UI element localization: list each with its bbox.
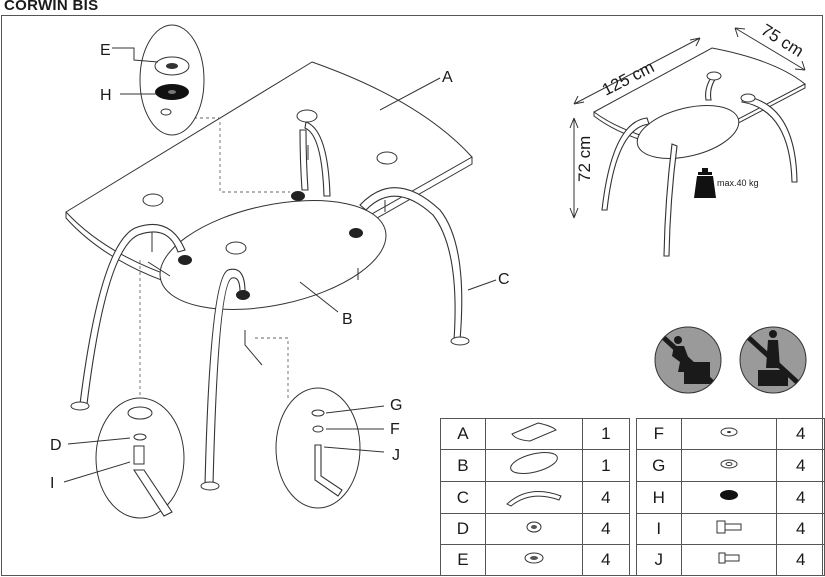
glass-shelf bbox=[159, 200, 387, 310]
part-letter: C bbox=[440, 481, 486, 514]
label-g: G bbox=[390, 397, 402, 414]
label-d: D bbox=[50, 437, 62, 454]
back-leg-left bbox=[299, 129, 309, 191]
dimension-width: 75 cm bbox=[758, 20, 807, 61]
main-table-illustration bbox=[65, 61, 497, 491]
parts-table: A 1 F 4 B 1 G 4 C 4 H 4 bbox=[440, 418, 825, 576]
label-j: J bbox=[392, 447, 400, 464]
curved-leg-icon bbox=[484, 481, 583, 514]
part-letter: J bbox=[635, 544, 682, 576]
product-title: CORWIN BIS bbox=[4, 0, 99, 14]
table-row: A 1 F 4 bbox=[440, 418, 825, 450]
part-qty: 1 bbox=[581, 449, 631, 482]
dimension-height: 72 cm bbox=[575, 136, 594, 182]
glass-top-icon bbox=[484, 418, 583, 450]
screw-icon bbox=[680, 544, 778, 576]
part-qty: 4 bbox=[776, 513, 825, 545]
part-letter: E bbox=[440, 544, 486, 576]
detail-g-f-j bbox=[275, 387, 385, 509]
part-letter: F bbox=[635, 418, 682, 450]
part-qty: 4 bbox=[776, 544, 825, 576]
label-h: H bbox=[100, 87, 112, 104]
part-letter: I bbox=[635, 513, 682, 545]
spacer-washer-icon bbox=[680, 449, 778, 482]
no-climbing-on-table-icon bbox=[739, 326, 807, 394]
no-standing-on-table-icon bbox=[654, 326, 722, 394]
glass-pad-icon bbox=[484, 544, 583, 576]
max-load-label: max.40 kg bbox=[717, 178, 759, 188]
part-qty: 4 bbox=[581, 513, 631, 545]
label-e: E bbox=[100, 42, 111, 59]
part-qty: 4 bbox=[776, 481, 825, 514]
diagram-frame bbox=[1, 15, 823, 576]
bolt-icon bbox=[680, 513, 778, 545]
detail-e-h bbox=[112, 24, 205, 136]
table-row: B 1 G 4 bbox=[440, 449, 825, 482]
max-load-weight-icon bbox=[694, 168, 716, 198]
label-i: I bbox=[50, 475, 54, 492]
label-c: C bbox=[498, 271, 510, 288]
part-letter: G bbox=[635, 449, 682, 482]
glass-shelf-icon bbox=[484, 449, 583, 482]
label-f: F bbox=[390, 421, 400, 438]
small-washer-icon bbox=[680, 418, 778, 450]
part-letter: A bbox=[440, 418, 486, 450]
rubber-pad-icon bbox=[680, 481, 778, 514]
washer-icon bbox=[484, 513, 583, 545]
part-qty: 4 bbox=[776, 449, 825, 482]
table-row: D 4 I 4 bbox=[440, 513, 825, 545]
dimension-view bbox=[569, 27, 806, 257]
label-a: A bbox=[442, 69, 453, 86]
part-qty: 4 bbox=[581, 544, 631, 576]
table-row: E 4 J 4 bbox=[440, 544, 825, 576]
table-row: C 4 H 4 bbox=[440, 481, 825, 514]
label-b: B bbox=[342, 311, 353, 328]
part-qty: 4 bbox=[581, 481, 631, 514]
part-letter: B bbox=[440, 449, 486, 482]
part-qty: 4 bbox=[776, 418, 825, 450]
part-qty: 1 bbox=[581, 418, 631, 450]
part-letter: D bbox=[440, 513, 486, 545]
part-letter: H bbox=[635, 481, 682, 514]
detail-d-i bbox=[63, 397, 185, 519]
